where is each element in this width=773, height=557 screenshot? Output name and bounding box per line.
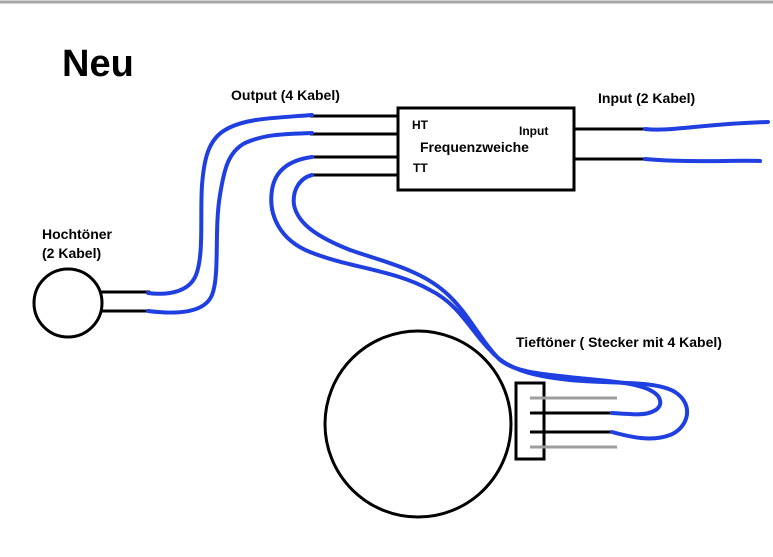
tweeter-cables — [146, 113, 314, 315]
page-title: Neu — [62, 43, 134, 85]
tweeter-stubs — [101, 290, 150, 313]
input-stubs — [574, 127, 650, 161]
woofer-circle — [323, 329, 513, 519]
tweeter-circle — [32, 267, 104, 339]
crossover-box — [396, 106, 576, 192]
input-cables — [643, 120, 770, 164]
woofer-cables — [269, 155, 690, 441]
tweeter-label-line2: (2 Kabel) — [42, 245, 101, 261]
output-stubs — [310, 114, 398, 177]
output-label: Output (4 Kabel) — [231, 87, 340, 103]
tweeter-label-line1: Hochtöner — [42, 226, 113, 242]
input-port-label: Input — [519, 124, 548, 138]
woofer-label: Tieftöner ( Stecker mit 4 Kabel) — [516, 334, 722, 350]
tt-label: TT — [413, 161, 428, 175]
woofer-pins — [530, 396, 617, 449]
crossover-label: Frequenzweiche — [420, 139, 529, 155]
ht-label: HT — [412, 118, 429, 132]
input-label: Input (2 Kabel) — [598, 90, 695, 106]
